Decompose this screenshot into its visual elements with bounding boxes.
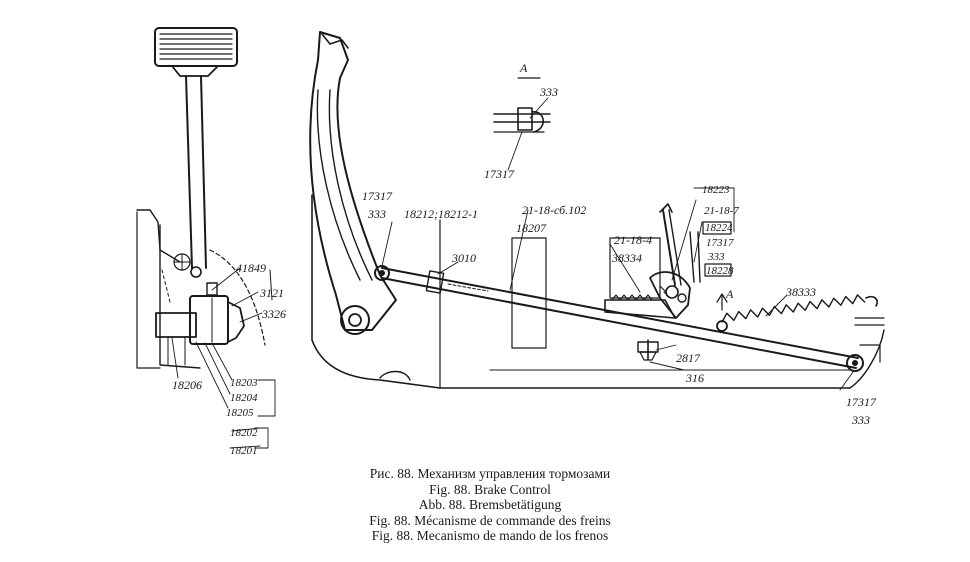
- label-21-18-sb102: 21-18-сб.102: [522, 203, 586, 217]
- pedal-pad: [154, 27, 238, 77]
- frame-outline: [311, 194, 885, 389]
- label-18207: 18207: [516, 221, 547, 235]
- label-41849: 41849: [236, 261, 266, 275]
- label-18206: 18206: [172, 378, 202, 392]
- stop-bolt: [637, 339, 659, 361]
- label-18203: 18203: [230, 377, 258, 389]
- return-spring: [716, 293, 879, 332]
- caption-de: Abb. 88. Bremsbetätigung: [418, 497, 562, 512]
- label-3010: 3010: [451, 251, 476, 265]
- label-2817: 2817: [676, 351, 701, 365]
- label-3326: 3326: [261, 307, 286, 321]
- pedal-arm: [185, 75, 207, 269]
- figure-caption: Рис. 88. Механизм управления тормозами F…: [300, 466, 680, 544]
- caption-ru: Рис. 88. Механизм управления тормозами: [369, 466, 611, 481]
- label-18224: 18224: [705, 222, 733, 234]
- label-333-left: 333: [367, 207, 386, 221]
- brake-lever: [309, 31, 397, 335]
- label-17317-mid: 17317: [706, 237, 734, 249]
- linkage-side-view: A 333 17317 17317 333 18212;18212-1 21-1…: [309, 31, 885, 427]
- label-38334: 38334: [611, 251, 642, 265]
- label-3121: 3121: [259, 286, 284, 300]
- hand-lever-rod: [659, 203, 701, 286]
- caption-en: Fig. 88. Brake Control: [429, 481, 551, 497]
- label-18205: 18205: [226, 407, 254, 419]
- pedal-leader-lines: [171, 267, 276, 449]
- label-17317-right: 17317: [846, 395, 877, 409]
- label-17317-top: 17317: [484, 167, 515, 181]
- label-333-mid: 333: [707, 251, 725, 263]
- label-18204: 18204: [230, 392, 258, 404]
- label-18223: 18223: [702, 184, 730, 196]
- label-333-right: 333: [851, 413, 870, 427]
- label-18228: 18228: [706, 265, 734, 277]
- caption-fr: Fig. 88. Mécanisme de commande des frein…: [369, 512, 611, 528]
- label-18212: 18212;18212-1: [404, 207, 478, 221]
- label-arrow-a: A: [725, 287, 734, 301]
- ratchet-sector: [604, 271, 691, 319]
- label-18201: 18201: [230, 445, 258, 457]
- label-333-top: 333: [539, 85, 558, 99]
- pedal-housing: [136, 209, 273, 369]
- caption-es: Fig. 88. Mecanismo de mando de los freno…: [371, 528, 609, 543]
- label-21-18-7: 21-18-7: [704, 205, 739, 217]
- label-38333: 38333: [785, 285, 816, 299]
- label-view-a: A: [519, 61, 528, 75]
- pedal-shaft-assembly: [155, 266, 245, 366]
- label-316: 316: [685, 371, 704, 385]
- label-21-18-4: 21-18-4: [614, 233, 652, 247]
- pedal-side-view: 41849 3121 3326 18206 18203 18204 18205 …: [136, 27, 286, 457]
- label-17317-left: 17317: [362, 189, 393, 203]
- main-push-rod: [381, 267, 864, 372]
- linkage-leader-lines: [381, 97, 854, 391]
- label-18202: 18202: [230, 427, 258, 439]
